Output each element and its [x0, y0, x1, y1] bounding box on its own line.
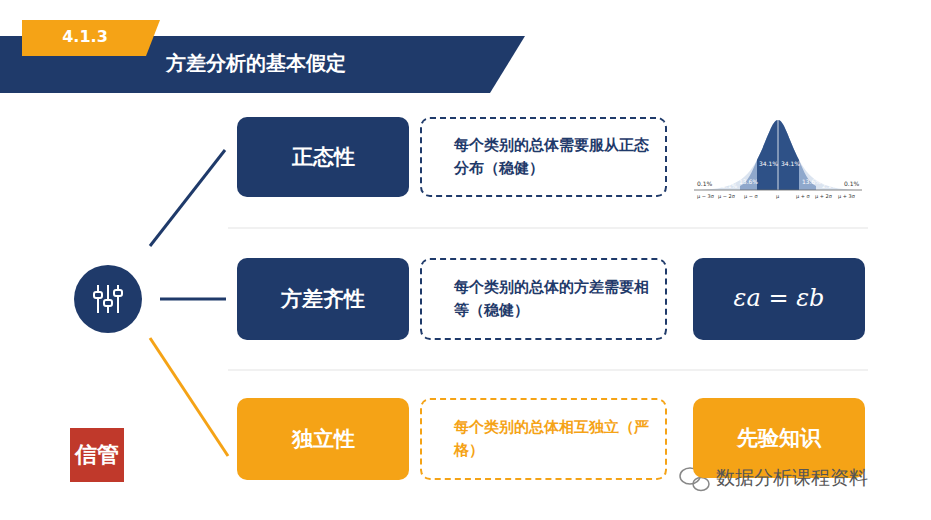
section-number: 4.1.3	[62, 27, 108, 46]
watermark-text: 数据分析课程资料	[716, 465, 868, 491]
axis-label: μ + 2σ	[815, 193, 832, 199]
branch-line	[150, 338, 228, 456]
node-text: 方差齐性	[247, 283, 399, 316]
node-text: 独立性	[247, 423, 399, 456]
node-text: 每个类别的总体的方差需要相等（稳健）	[454, 276, 653, 323]
seal-stamp	[70, 428, 124, 482]
axis-label: μ + σ	[796, 193, 810, 199]
percent-label: 34.1%	[781, 160, 800, 167]
node-text: 每个类别的总体相互独立（严格）	[454, 416, 653, 463]
percent-label: 34.1%	[759, 160, 778, 167]
assumption-box: 正态性	[237, 117, 409, 197]
assumption-box: 方差齐性	[237, 258, 409, 340]
axis-label: μ	[776, 193, 779, 199]
percent-label: 2.1%	[822, 182, 837, 189]
percent-label: 13.6%	[739, 178, 758, 185]
node-text: 每个类别的总体需要服从正态分布（稳健）	[454, 134, 653, 181]
node-text: 先验知识	[703, 422, 855, 455]
branch-line	[160, 298, 226, 301]
separator-line	[228, 228, 868, 229]
separator-line	[228, 370, 868, 371]
node-text: 正态性	[247, 141, 399, 174]
normal-curve	[694, 120, 862, 190]
formula-box: εa = εb	[693, 258, 865, 340]
branch-line	[150, 150, 225, 246]
description-box: 每个类别的总体需要服从正态分布（稳健）	[420, 117, 667, 197]
axis-label: μ − σ	[744, 193, 758, 199]
axis-label: μ − 3σ	[697, 193, 714, 199]
title-text: 方差分析的基本假定	[166, 50, 346, 77]
description-box: 每个类别的总体相互独立（严格）	[420, 398, 667, 480]
percent-label: 13.6%	[802, 178, 821, 185]
slider-icon	[94, 285, 122, 313]
seal-text: 信管	[75, 440, 119, 470]
section-tab	[22, 20, 160, 56]
percent-label: 0.1%	[697, 180, 712, 187]
axis-label: μ + 3σ	[838, 193, 855, 199]
axis-label: μ − 2σ	[718, 193, 735, 199]
description-box: 每个类别的总体的方差需要相等（稳健）	[420, 258, 667, 340]
node-text: εa = εb	[703, 280, 855, 317]
percent-label: 2.1%	[722, 182, 737, 189]
icon-circle	[74, 265, 142, 333]
assumption-box: 独立性	[237, 398, 409, 480]
percent-label: 0.1%	[844, 180, 859, 187]
